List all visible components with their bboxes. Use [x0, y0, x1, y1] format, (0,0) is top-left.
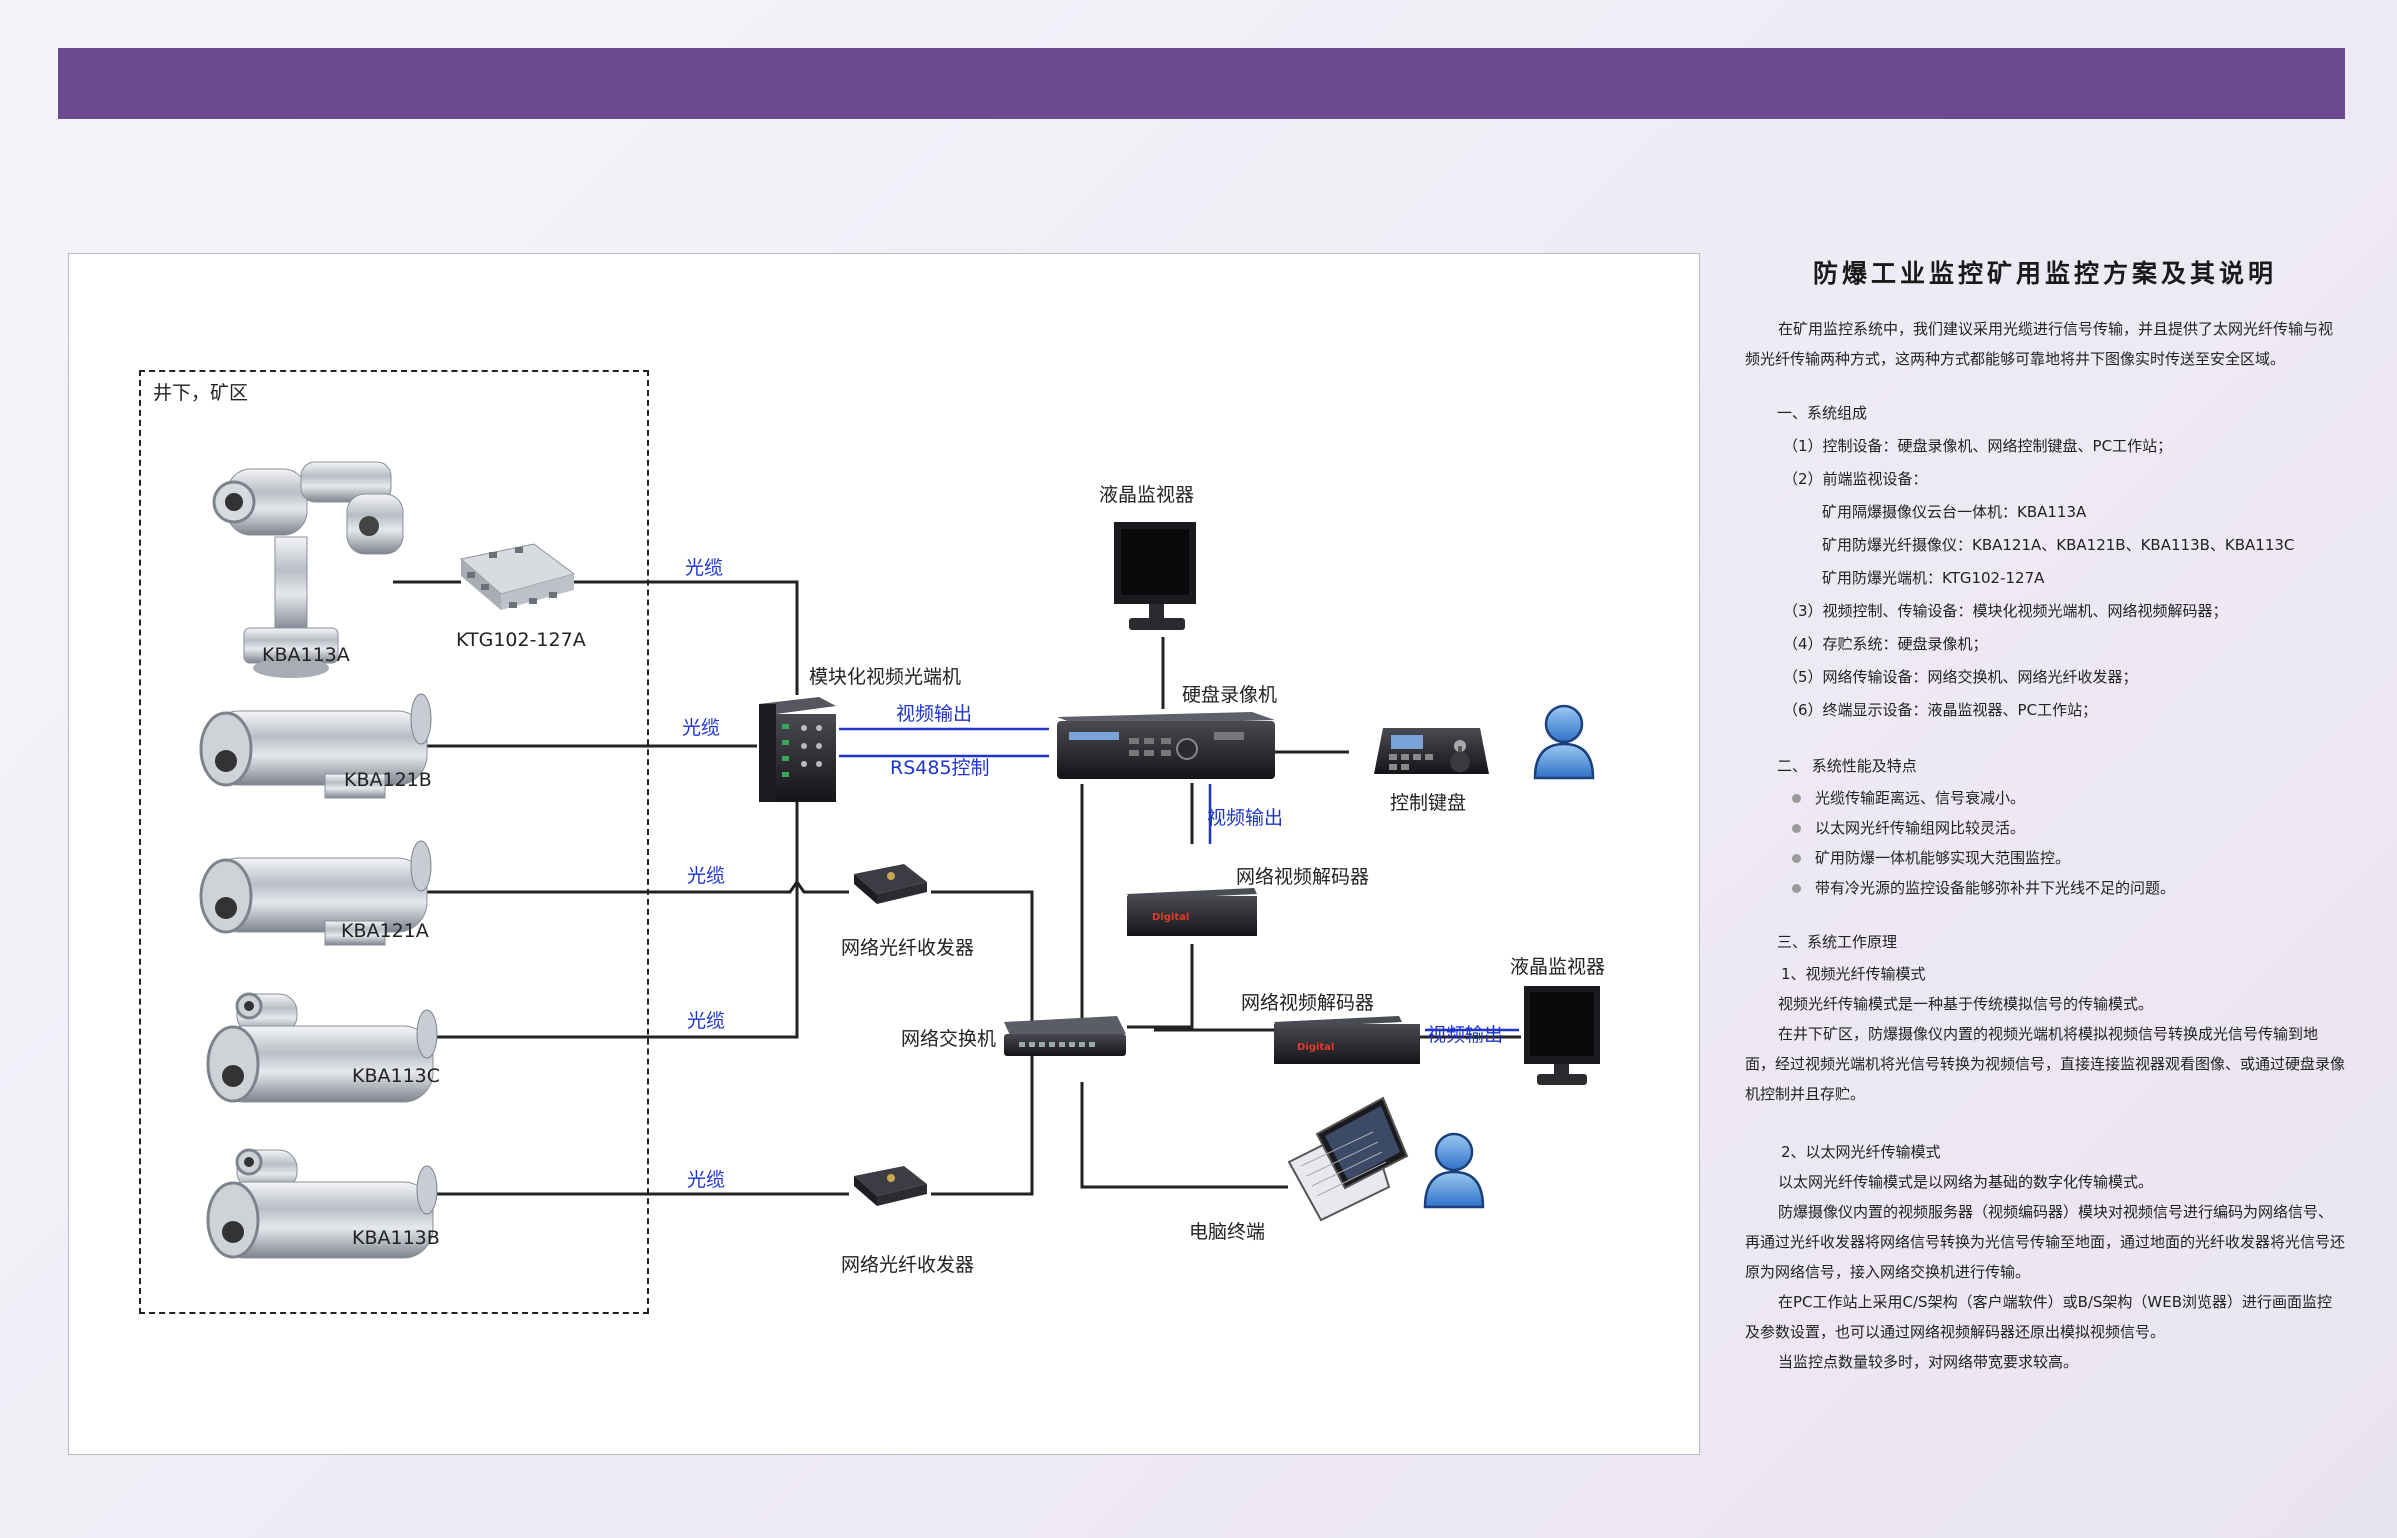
label-kba113c: KBA113C [352, 1065, 441, 1087]
underground-zone [139, 370, 649, 1314]
s3-paragraph-6: 当监控点数量较多时，对网络带宽要求较高。 [1778, 1353, 2079, 1371]
person-icon-top [1533, 704, 1595, 780]
decoder-image-1: Digital [1127, 888, 1257, 936]
s3-paragraph-4: 防爆摄像仪内置的视频服务器（视频编码器）模块对视频信号进行编码为网络信号、再通过… [1745, 1203, 2346, 1281]
s2-bullet: 光缆传输距离远、信号衰减小。 [1745, 783, 2345, 813]
label-video-out-1: 视频输出 [896, 703, 973, 725]
label-pc: 电脑终端 [1189, 1221, 1266, 1243]
label-decoder-2: 网络视频解码器 [1241, 992, 1375, 1014]
lcd-monitor-right-image [1524, 986, 1600, 1085]
label-transceiver-2: 网络光纤收发器 [841, 1254, 975, 1276]
s1-subitem: 矿用防爆光端机：KTG102-127A [1822, 569, 2045, 587]
diagram-svg: Digital Digital [199, 461, 1600, 1259]
lcd-monitor-top-image [1114, 522, 1196, 630]
label-kba121b: KBA121B [344, 769, 432, 791]
label-module: 模块化视频光端机 [809, 666, 962, 688]
label-video-out-3: 视频输出 [1427, 1024, 1504, 1046]
s1-item: （1）控制设备：硬盘录像机、网络控制键盘、PC工作站； [1783, 437, 2173, 455]
diagram-panel: Digital Digital [68, 253, 1700, 1455]
connection-lines [372, 580, 1521, 1196]
s3-subtitle-2: 2、以太网光纤传输模式 [1781, 1143, 1941, 1161]
blue-links [839, 727, 1519, 1032]
decoder-image-2: Digital [1274, 1016, 1420, 1064]
s2-bullet-text: 带有冷光源的监控设备能够弥补井下光线不足的问题。 [1815, 879, 2176, 897]
label-keyboard: 控制键盘 [1390, 792, 1467, 814]
s1-item: （3）视频控制、传输设备：模块化视频光端机、网络视频解码器； [1783, 602, 2228, 620]
s2-bullet-text: 矿用防爆一体机能够实现大范围监控。 [1815, 849, 2071, 867]
s1-item: （4）存贮系统：硬盘录像机； [1783, 635, 1988, 653]
doc-title: 防爆工业监控矿用监控方案及其说明 [1812, 259, 2277, 288]
label-video-out-2: 视频输出 [1207, 807, 1284, 829]
description-panel: 防爆工业监控矿用监控方案及其说明 在矿用监控系统中，我们建议采用光缆进行信号传输… [1745, 252, 2345, 1377]
label-transceiver-1: 网络光纤收发器 [841, 937, 975, 959]
label-lcd-top: 液晶监视器 [1099, 484, 1195, 506]
s1-item: （5）网络传输设备：网络交换机、网络光纤收发器； [1783, 668, 2138, 686]
s3-subtitle-1: 1、视频光纤传输模式 [1781, 965, 1926, 983]
label-kba113a: KBA113A [262, 644, 350, 666]
zone-label: 井下，矿区 [153, 382, 249, 404]
s3-paragraph-1: 视频光纤传输模式是一种基于传统模拟信号的传输模式。 [1778, 995, 2154, 1013]
cable-label-1: 光缆 [685, 557, 724, 579]
s2-bullet: 带有冷光源的监控设备能够弥补井下光线不足的问题。 [1745, 873, 2345, 903]
s1-item: （6）终端显示设备：液晶监视器、PC工作站； [1783, 701, 2098, 719]
intro-paragraph: 在矿用监控系统中，我们建议采用光缆进行信号传输，并且提供了太网光纤传输与视频光纤… [1745, 320, 2334, 368]
label-kba113b: KBA113B [352, 1227, 440, 1249]
s1-item: （2）前端监视设备： [1783, 470, 1928, 488]
transceiver-image-2 [854, 1166, 927, 1206]
top-banner [58, 48, 2345, 119]
network-switch-image [1004, 1016, 1126, 1056]
label-switch: 网络交换机 [901, 1028, 997, 1050]
person-icon-bottom [1423, 1132, 1485, 1209]
camera-kba113b-image [206, 1148, 438, 1259]
label-lcd-right: 液晶监视器 [1510, 956, 1606, 978]
control-keyboard-image [1374, 728, 1489, 774]
label-ktg102: KTG102-127A [456, 629, 586, 651]
cable-label-4: 光缆 [687, 1010, 726, 1032]
s1-subitem: 矿用防爆光纤摄像仪：KBA121A、KBA121B、KBA113B、KBA113… [1822, 536, 2295, 554]
camera-kba113c-image [206, 992, 438, 1103]
ktg-fiber-terminal-image [459, 543, 576, 610]
s3-paragraph-5: 在PC工作站上采用C/S架构（客户端软件）或B/S架构（WEB浏览器）进行画面监… [1745, 1293, 2333, 1341]
s3-paragraph-3: 以太网光纤传输模式是以网络为基础的数字化传输模式。 [1778, 1173, 2154, 1191]
decoder-brand-2: Digital [1297, 1042, 1334, 1053]
s2-bullet: 以太网光纤传输组网比较灵活。 [1745, 813, 2345, 843]
decoder-brand-1: Digital [1152, 912, 1189, 923]
cable-label-2: 光缆 [682, 717, 721, 739]
dvr-image [1057, 712, 1275, 779]
label-rs485: RS485控制 [890, 757, 990, 779]
label-kba121a: KBA121A [341, 920, 429, 942]
transceiver-image-1 [854, 864, 927, 904]
section-3-title: 三、系统工作原理 [1777, 933, 1898, 951]
camera-kba121a-image [199, 840, 432, 946]
s2-bullet-text: 光缆传输距离远、信号衰减小。 [1815, 789, 2026, 807]
s2-bullet: 矿用防爆一体机能够实现大范围监控。 [1745, 843, 2345, 873]
section-1-title: 一、系统组成 [1777, 404, 1868, 422]
label-decoder-1: 网络视频解码器 [1236, 866, 1370, 888]
s2-bullet-text: 以太网光纤传输组网比较灵活。 [1815, 819, 2026, 837]
camera-kba121b-image [199, 693, 432, 799]
laptop-image [1287, 1096, 1409, 1222]
module-terminal-image [759, 697, 836, 802]
cable-label-5: 光缆 [687, 1169, 726, 1191]
s1-subitem: 矿用隔爆摄像仪云台一体机：KBA113A [1822, 503, 2087, 521]
cable-label-3: 光缆 [687, 865, 726, 887]
label-dvr: 硬盘录像机 [1182, 684, 1278, 706]
camera-kba113a-image [212, 461, 404, 678]
s3-paragraph-2: 在井下矿区，防爆摄像仪内置的视频光端机将模拟视频信号转换成光信号传输到地面，经过… [1745, 1025, 2346, 1103]
section-2-title: 二、 系统性能及特点 [1777, 757, 1917, 775]
